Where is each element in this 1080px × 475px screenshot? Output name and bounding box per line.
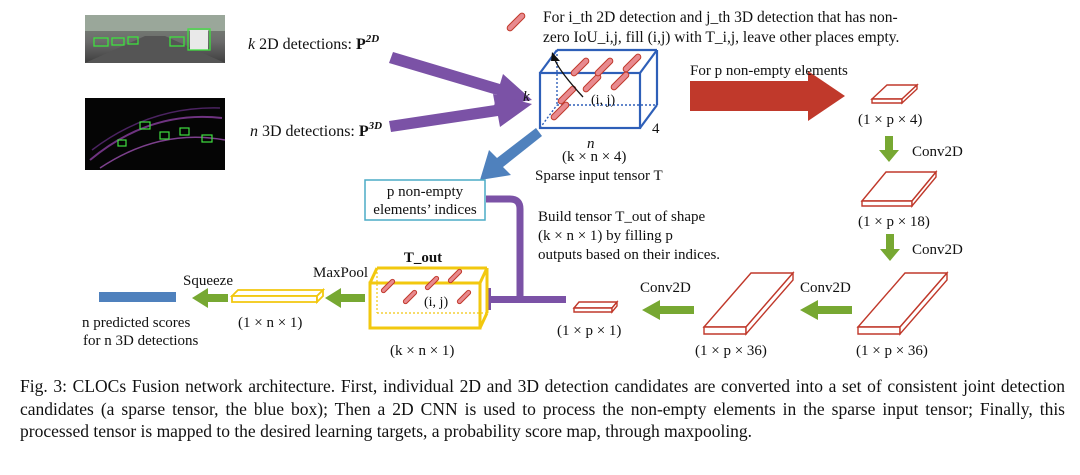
tensor-4-label: 4: [652, 121, 660, 137]
tensor-cell-label: (i, j): [591, 93, 615, 108]
green-arrow-down-2: [880, 234, 900, 261]
tout-title: T_out: [404, 250, 442, 266]
green-arrow-squeeze: [192, 288, 228, 308]
conv2d-label-4: Conv2D: [640, 280, 691, 296]
maxpool-label: MaxPool: [313, 265, 368, 281]
shape-p1-label: (1 × p × 1): [557, 323, 621, 339]
purple-arrow-2d: [389, 52, 532, 106]
shape-p36-right-label: (1 × p × 36): [856, 343, 928, 359]
feature-map-p18: [860, 170, 938, 208]
tensor-elements: [550, 53, 642, 121]
camera-image-2d-detections: [85, 15, 225, 63]
output-tensor-tout: [368, 266, 489, 330]
tout-cell-label: (i, j): [424, 295, 448, 310]
green-arrow-left-2: [642, 300, 694, 320]
nonempty-elements-label: For p non-empty elements: [690, 63, 848, 79]
indices-line-1: p non-empty: [387, 184, 464, 200]
feature-map-p1: [572, 300, 619, 314]
green-arrow-down-1: [879, 136, 899, 162]
sparse-input-tensor: [538, 48, 659, 130]
feature-map-p4: [870, 83, 919, 105]
figure-caption: Fig. 3: CLOCs Fusion network architectur…: [20, 376, 1065, 441]
predicted-scores-bar: [99, 292, 176, 302]
label-2d-detections: k 2D detections: P2D: [248, 33, 379, 53]
tensor-shape-label: (k × n × 4): [562, 149, 626, 165]
build-line-2: (k × n × 1) by filling p: [538, 228, 673, 244]
legend-line-1: For i_th 2D detection and j_th 3D detect…: [543, 9, 898, 26]
green-arrow-maxpool: [325, 288, 365, 308]
feature-map-p36-right: [856, 271, 949, 336]
green-arrow-left-1: [800, 300, 852, 320]
tout-shape-label: (k × n × 1): [390, 343, 454, 359]
scores-line-2: for n 3D detections: [83, 333, 199, 349]
conv2d-label-1: Conv2D: [912, 144, 963, 160]
squeeze-label: Squeeze: [183, 273, 233, 289]
feature-map-p36-mid: [702, 271, 795, 336]
shape-p18-label: (1 × p × 18): [858, 214, 930, 230]
indices-box: p non-empty elements’ indices: [364, 179, 486, 221]
shape-p4-label: (1 × p × 4): [858, 112, 922, 128]
tensor-k-label: k: [523, 89, 530, 105]
architecture-diagram: k 2D detections: P2D n 3D detections: P3…: [82, 9, 963, 359]
build-line-1: Build tensor T_out of shape: [538, 209, 706, 225]
lidar-image-3d-detections: [85, 98, 226, 170]
shape-p36-mid-label: (1 × p × 36): [695, 343, 767, 359]
red-arrow: [690, 71, 845, 121]
label-3d-detections: n 3D detections: P3D: [250, 120, 382, 140]
legend-element-icon: [506, 12, 526, 32]
build-line-3: outputs based on their indices.: [538, 247, 720, 263]
scores-line-1: n predicted scores: [82, 315, 190, 331]
conv2d-label-2: Conv2D: [912, 242, 963, 258]
tensor-name-label: Sparse input tensor T: [535, 168, 663, 184]
steel-blue-arrow: [480, 128, 542, 180]
indices-line-2: elements’ indices: [373, 202, 477, 218]
legend-line-2: zero IoU_i,j, fill (i,j) with T_i,j, lea…: [543, 29, 899, 46]
shape-n1-label: (1 × n × 1): [238, 315, 302, 331]
tensor-n-label: n: [587, 136, 595, 152]
purple-arrow-3d: [389, 94, 532, 132]
conv2d-label-3: Conv2D: [800, 280, 851, 296]
output-map-n1: [229, 287, 326, 305]
